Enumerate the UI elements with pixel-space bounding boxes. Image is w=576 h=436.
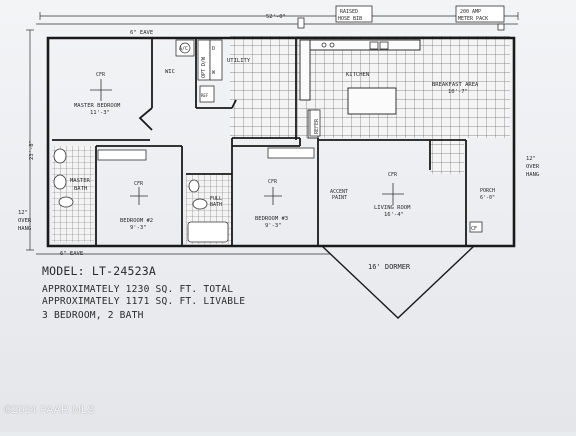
ac-unit-box: A/C: [175, 39, 195, 57]
svg-text:A/C: A/C: [179, 46, 188, 52]
room-label-wic: WIC: [165, 69, 175, 75]
room-label-kitchen: KITCHEN: [346, 72, 369, 78]
svg-text:D: D: [212, 46, 215, 52]
total-square-footage: APPROXIMATELY 1230 SQ. FT. TOTAL: [42, 284, 234, 295]
eave-bottom-label: 6" EAVE: [60, 251, 83, 257]
svg-text:OPT D/W: OPT D/W: [201, 56, 207, 78]
room-label-breakfast-area: BREAKFAST AREA 10'-7": [432, 82, 479, 95]
svg-text:BEDROOM #2: BEDROOM #2: [120, 218, 153, 224]
room-label-living-room: LIVING ROOM 16'-4": [374, 205, 411, 218]
svg-text:LIVING ROOM: LIVING ROOM: [374, 205, 411, 211]
svg-text:10'-7": 10'-7": [448, 89, 468, 95]
refer-box: REFER: [309, 109, 321, 137]
svg-text:BATH: BATH: [74, 186, 87, 192]
cfr-label: CFR: [268, 179, 278, 185]
svg-text:MASTER BEDROOM: MASTER BEDROOM: [74, 103, 121, 109]
svg-text:METER PACK: METER PACK: [458, 16, 488, 22]
svg-text:6'-0": 6'-0": [480, 195, 495, 201]
svg-text:ACCENT: ACCENT: [330, 189, 348, 195]
ref-box: REF: [199, 85, 215, 103]
cfr-label: CFR: [96, 72, 106, 78]
svg-text:PAINT: PAINT: [332, 195, 347, 201]
cfr-markers: [90, 79, 404, 205]
room-label-master-bath: MASTER BATH: [70, 178, 91, 192]
raised-hose-bib-callout: RAISED HOSE BIB: [335, 5, 373, 23]
svg-text:FULL: FULL: [210, 196, 222, 202]
dormer-outline: [321, 245, 475, 319]
interior-walls: [52, 38, 467, 246]
svg-text:W: W: [212, 70, 216, 76]
svg-text:9'-3": 9'-3": [130, 225, 147, 231]
cfr-label: CFR: [134, 181, 144, 187]
svg-text:9'-3": 9'-3": [265, 223, 282, 229]
svg-text:REF: REF: [201, 93, 209, 98]
overhang-left-label: 12" OVER HANG: [18, 210, 32, 232]
svg-text:PORCH: PORCH: [480, 188, 495, 194]
svg-text:BEDROOM #3: BEDROOM #3: [255, 216, 288, 222]
svg-text:200 AMP: 200 AMP: [460, 9, 481, 15]
svg-text:OVER: OVER: [526, 164, 540, 170]
mls-watermark: ©2024 PAAR MLS: [4, 404, 95, 416]
room-label-accent-paint: ACCENT PAINT: [330, 189, 348, 201]
washer-dryer-boxes: D W OPT D/W: [197, 39, 223, 81]
kitchen-counters: [299, 39, 421, 139]
meter-box: [297, 17, 305, 29]
bath-fixtures: [53, 147, 315, 243]
svg-text:OVER: OVER: [18, 218, 32, 224]
svg-text:CF: CF: [471, 226, 477, 232]
room-label-utility: UTILITY: [227, 58, 251, 64]
svg-text:BREAKFAST AREA: BREAKFAST AREA: [432, 82, 479, 88]
svg-text:HANG: HANG: [526, 172, 539, 178]
overall-depth-label: 23'-8": [29, 140, 35, 160]
svg-text:REFER: REFER: [314, 118, 320, 134]
svg-text:11'-3": 11'-3": [90, 110, 110, 116]
hose-bib-box: [497, 23, 505, 31]
room-label-porch: PORCH 6'-0": [480, 188, 495, 201]
svg-text:HOSE BIB: HOSE BIB: [338, 16, 362, 22]
bed-bath-count: 3 BEDROOM, 2 BATH: [42, 310, 144, 321]
exterior-walls: [46, 36, 516, 248]
eave-top-label: 6" EAVE: [130, 30, 153, 36]
livable-square-footage: APPROXIMATELY 1171 SQ. FT. LIVABLE: [42, 296, 246, 307]
room-label-bedroom-2: BEDROOM #2 9'-3": [120, 218, 153, 231]
room-label-full-bath: FULL BATH: [210, 196, 222, 208]
room-label-master-bedroom: MASTER BEDROOM 11'-3": [74, 103, 121, 116]
svg-text:12": 12": [18, 210, 28, 216]
svg-text:MASTER: MASTER: [70, 178, 91, 184]
svg-text:HANG: HANG: [18, 226, 31, 232]
overhang-right-label: 12" OVER HANG: [526, 156, 540, 178]
cfr-label: CFR: [388, 172, 398, 178]
dormer-label: 16' DORMER: [368, 263, 411, 271]
overall-width-label: 52'-0": [266, 14, 286, 20]
model-number: MODEL: LT-24523A: [42, 264, 156, 278]
sink-icon: [321, 41, 389, 50]
dimension-lines: [26, 12, 519, 255]
svg-text:16'-4": 16'-4": [384, 212, 404, 218]
svg-text:RAISED: RAISED: [340, 9, 358, 15]
room-label-bedroom-3: BEDROOM #3 9'-3": [255, 216, 288, 229]
svg-text:BATH: BATH: [210, 202, 222, 208]
amp-meter-callout: 200 AMP METER PACK: [455, 5, 505, 23]
cf-box: CF: [469, 221, 483, 233]
svg-text:12": 12": [526, 156, 536, 162]
